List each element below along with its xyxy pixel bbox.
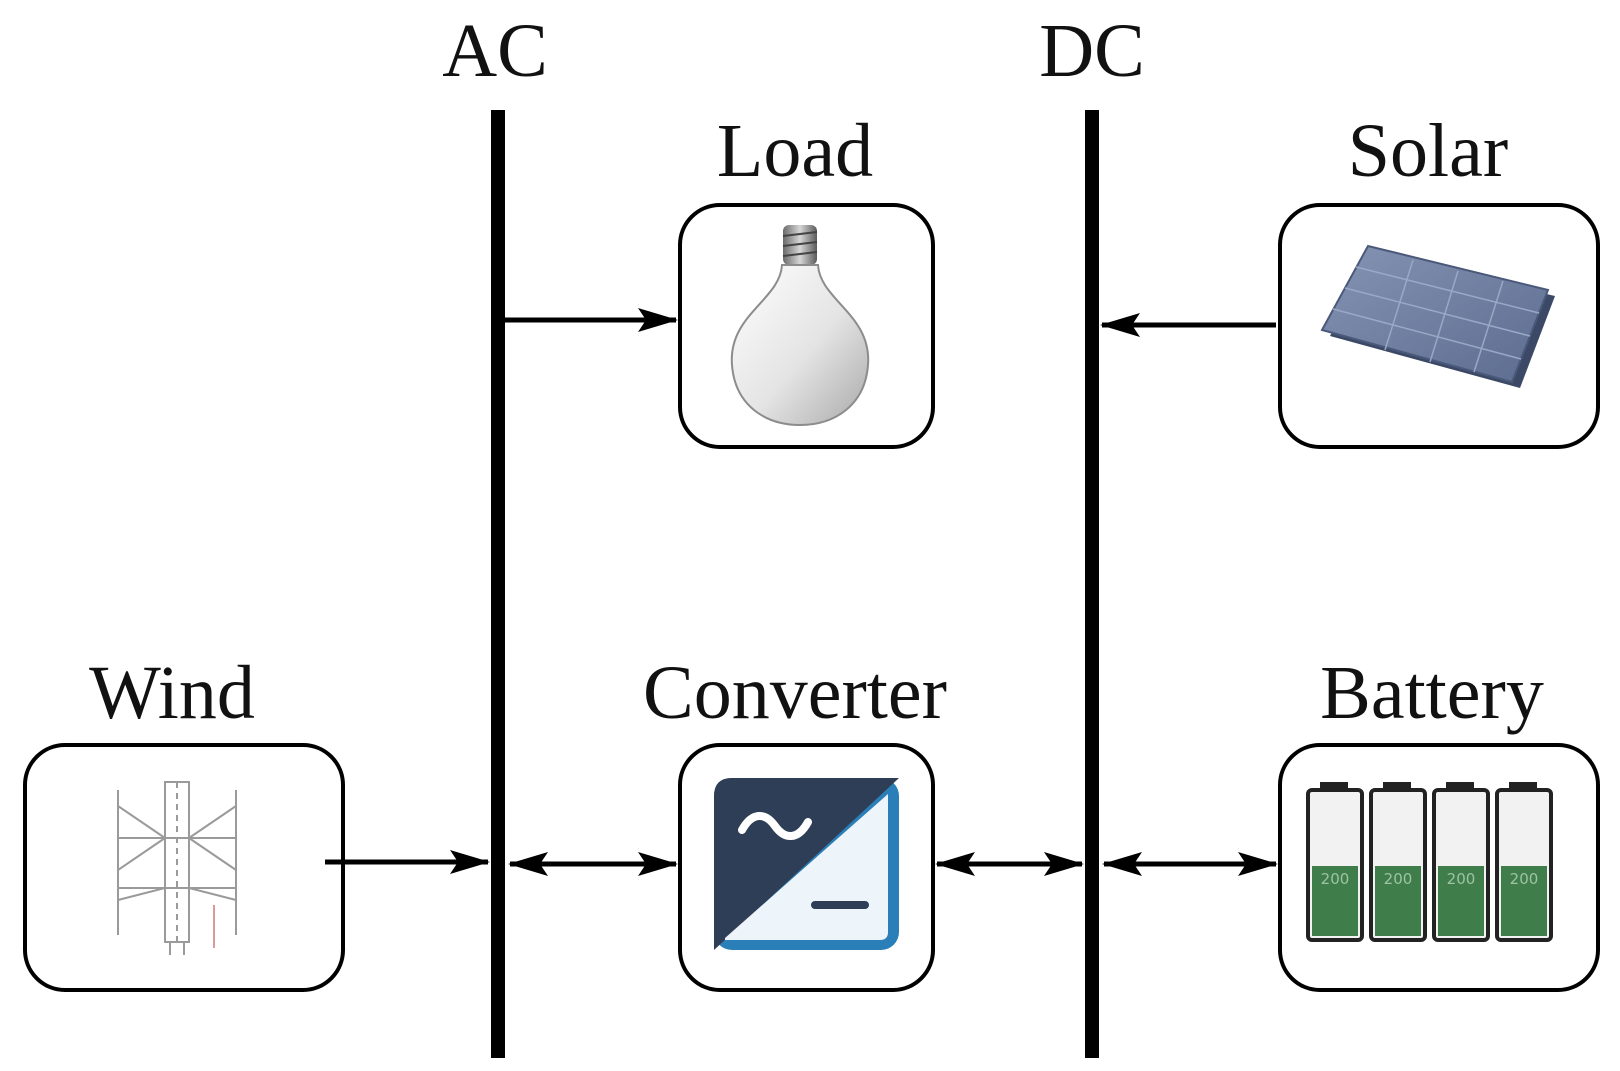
dc-bus-label: DC: [1039, 9, 1145, 93]
battery-cell-label: 200: [1510, 870, 1539, 888]
wind-turbine-icon: [117, 781, 237, 955]
converter-label: Converter: [643, 651, 947, 735]
battery-cell-label: 200: [1384, 870, 1413, 888]
load-label: Load: [717, 109, 873, 193]
battery-cell-label: 200: [1447, 870, 1476, 888]
battery-cell: 200: [1306, 782, 1364, 942]
battery-cell: 200: [1495, 782, 1553, 942]
battery-cell: 200: [1432, 782, 1490, 942]
battery-cell-label: 200: [1321, 870, 1350, 888]
solar-label: Solar: [1348, 109, 1508, 193]
ac-bus-label: AC: [442, 9, 548, 93]
battery-bank-icon: 200 200 200 200: [1306, 782, 1553, 942]
solar-panel-icon: [1320, 244, 1555, 388]
battery-label: Battery: [1320, 651, 1544, 735]
wind-label: Wind: [89, 651, 255, 735]
battery-cell: 200: [1369, 782, 1427, 942]
wind-box: [23, 743, 345, 992]
light-bulb-icon: [730, 225, 870, 427]
ac-dc-converter-icon: [714, 778, 899, 950]
